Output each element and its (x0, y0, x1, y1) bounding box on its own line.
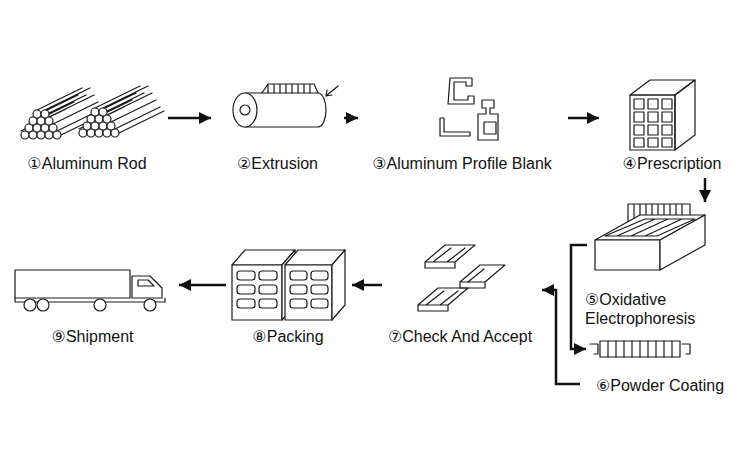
profile-stack (630, 80, 695, 150)
step-node: ③Aluminum Profile Blank (362, 66, 562, 175)
extrusion-press-part (240, 105, 250, 115)
truck-part (94, 299, 106, 311)
profile-blanks-part (448, 78, 474, 104)
step-node: ⑨Shipment (10, 262, 175, 348)
profile-stack-part (662, 125, 672, 135)
truck-part (37, 299, 49, 311)
packing-crates-part (232, 265, 282, 320)
packing-crates-part (332, 250, 345, 320)
step-caption: ①Aluminum Rod (27, 154, 146, 173)
truck-part (15, 276, 165, 302)
step-node: ⑦Check And Accept (380, 238, 540, 348)
flow-arrow (179, 284, 226, 287)
step-caption: ④Prescription (623, 154, 722, 173)
aluminum-rods-part-part (99, 108, 107, 116)
flow-arrow (344, 117, 358, 120)
extrusion-press-part (262, 84, 318, 93)
packing-crates-part (259, 285, 277, 294)
finished-profiles-part (460, 265, 505, 288)
profile-stack-part (630, 95, 675, 150)
profile-stack-part (648, 99, 658, 109)
truck-part (144, 299, 156, 311)
coated-profiles-part (600, 341, 680, 357)
truck-part (15, 270, 130, 298)
finished-profiles-part (425, 245, 475, 268)
step-node: ⑧Packing (228, 245, 348, 348)
aluminum-rods-part (79, 86, 164, 137)
packing-crates-part (290, 271, 307, 280)
finished-profiles (418, 245, 505, 311)
aluminum-rods (21, 86, 164, 139)
coated-profiles-part (590, 344, 690, 354)
extrusion-press-part (233, 93, 257, 127)
finished-profiles-part (418, 288, 468, 311)
packing-crates-part (290, 285, 307, 294)
extrusion-press (233, 84, 338, 127)
electrophoresis-tank-part (595, 240, 660, 270)
profile-blanks-part (484, 122, 496, 134)
profile-stack-part (662, 138, 672, 147)
profile-stack-part (648, 138, 658, 147)
profile-stack-part (634, 138, 644, 147)
profile-stack-part (634, 125, 644, 135)
step-node: ⑤Oxidative Electrophoresis (585, 198, 743, 330)
packing-crates-part (311, 271, 328, 280)
profile-blanks (440, 78, 498, 140)
packing-crates-part (237, 299, 255, 308)
profile-stack-part (634, 99, 644, 109)
packing-crates (232, 250, 345, 320)
truck-part (24, 299, 36, 311)
profile-blanks-part (478, 100, 498, 140)
packing-crates-part (259, 299, 277, 308)
flow-arrow (352, 284, 382, 287)
flow-arrow (542, 290, 580, 384)
aluminum-rods-part-part (33, 110, 41, 118)
electrophoresis-tank-part (660, 215, 705, 270)
profile-stack-part (662, 112, 672, 122)
flow-arrow (568, 117, 599, 120)
step-caption: ⑥Powder Coating (596, 376, 724, 395)
step-node: ②Extrusion (215, 75, 340, 175)
flow-arrow (571, 245, 587, 349)
step-node: ①Aluminum Rod (12, 75, 162, 175)
step-caption: ②Extrusion (237, 154, 318, 173)
electrophoresis-tank (595, 204, 705, 270)
aluminum-rods-part-part (91, 108, 99, 116)
coated-profiles-part (608, 341, 672, 357)
profile-stack-part (648, 112, 658, 122)
extrusion-press-part (326, 86, 338, 96)
coated-profiles (590, 341, 690, 357)
packing-crates-part (237, 285, 255, 294)
packing-crates-part (237, 271, 255, 280)
aluminum-rods-part-part (41, 110, 49, 118)
profile-stack-part (675, 80, 695, 150)
truck (15, 270, 165, 311)
aluminum-rods-part-part (21, 88, 106, 135)
step-node: ④Prescription (603, 72, 741, 175)
profile-blanks-part (440, 118, 470, 136)
flow-arrow (704, 178, 707, 202)
step-caption: ⑧Packing (252, 327, 323, 346)
step-caption: ⑨Shipment (52, 327, 134, 346)
packing-crates-part (311, 299, 328, 308)
profile-stack-part (648, 125, 658, 135)
aluminum-rods-part-part (79, 86, 164, 133)
step-caption: ③Aluminum Profile Blank (372, 154, 552, 173)
step-node: ⑥Powder Coating (580, 335, 740, 397)
step-caption: ⑤Oxidative Electrophoresis (585, 290, 743, 328)
packing-crates-part (285, 265, 332, 320)
packing-crates-part (259, 271, 277, 280)
packing-crates-part (290, 299, 307, 308)
step-caption: ⑦Check And Accept (388, 327, 532, 346)
profile-stack-part (662, 99, 672, 109)
flow-arrow (168, 117, 211, 120)
profile-stack-part (634, 112, 644, 122)
aluminum-rods-part (21, 88, 106, 139)
packing-crates-part (311, 285, 328, 294)
